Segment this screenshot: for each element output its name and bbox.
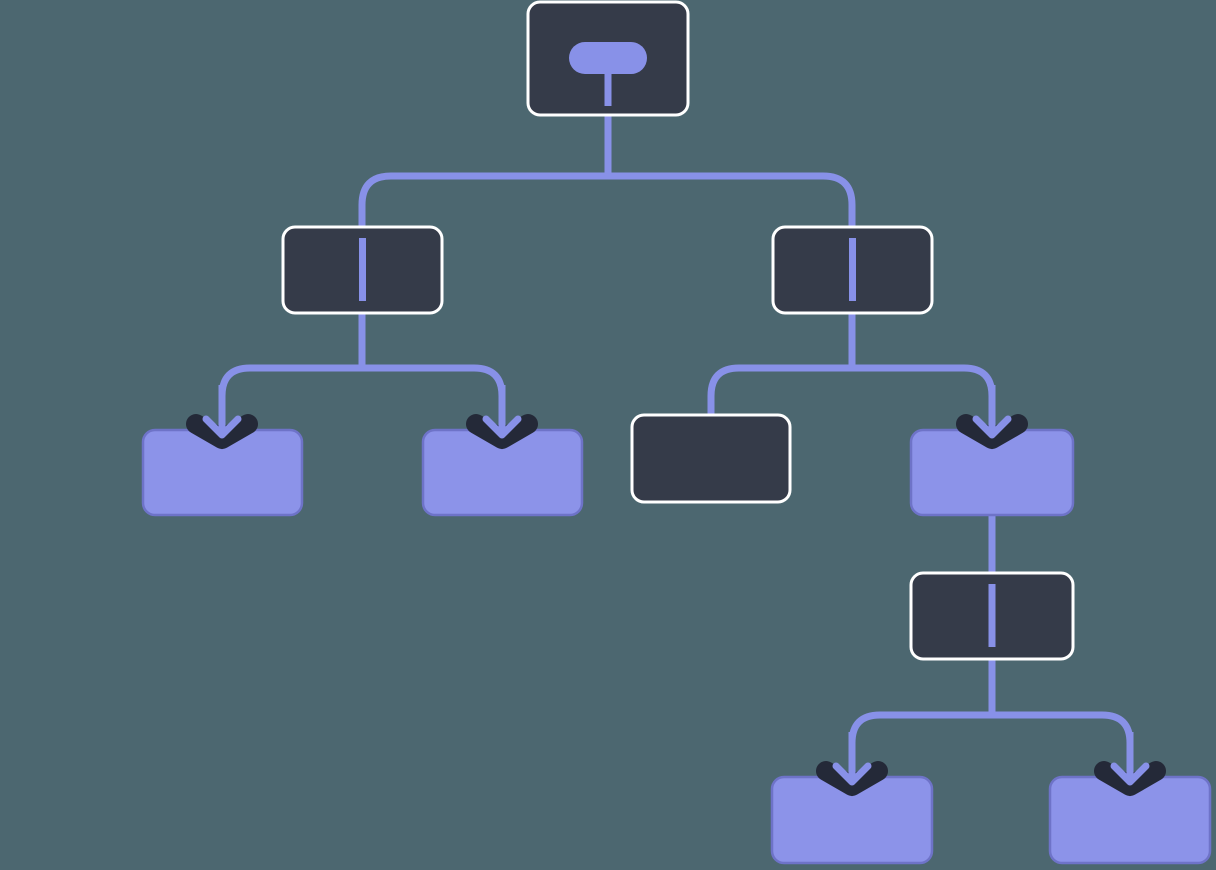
- arrow-chevron-dark: [816, 761, 888, 796]
- root-pill-icon: [569, 42, 647, 106]
- arrow-chevron: [972, 415, 1012, 439]
- tree-node-branch-left[interactable]: [281, 225, 444, 315]
- tree-node-root[interactable]: [526, 0, 690, 117]
- edge-bottom-split: [848, 711, 1134, 781]
- arrow-down-icon: [956, 385, 1028, 449]
- arrow-chevron-dark: [186, 414, 258, 449]
- node-body[interactable]: [630, 413, 792, 504]
- tree-node-dark-leaf[interactable]: [630, 413, 792, 504]
- arrow-down-icon: [1094, 732, 1166, 796]
- arrow-chevron: [832, 762, 872, 786]
- arrow-chevron: [202, 415, 242, 439]
- pill-shape: [569, 42, 647, 74]
- arrow-chevron: [482, 415, 522, 439]
- tree-node-branch-bottom[interactable]: [909, 571, 1075, 661]
- tree-node-branch-right[interactable]: [771, 225, 934, 315]
- arrow-down-icon: [186, 385, 258, 449]
- arrow-chevron-dark: [466, 414, 538, 449]
- edge-root-split: [358, 172, 856, 232]
- edge-left-split: [218, 364, 506, 434]
- arrow-down-icon: [816, 732, 888, 796]
- arrow-chevron-dark: [956, 414, 1028, 449]
- arrow-chevron-dark: [1094, 761, 1166, 796]
- arrow-chevron: [1110, 762, 1150, 786]
- edge-right-split: [707, 364, 996, 434]
- arrow-down-icon: [466, 385, 538, 449]
